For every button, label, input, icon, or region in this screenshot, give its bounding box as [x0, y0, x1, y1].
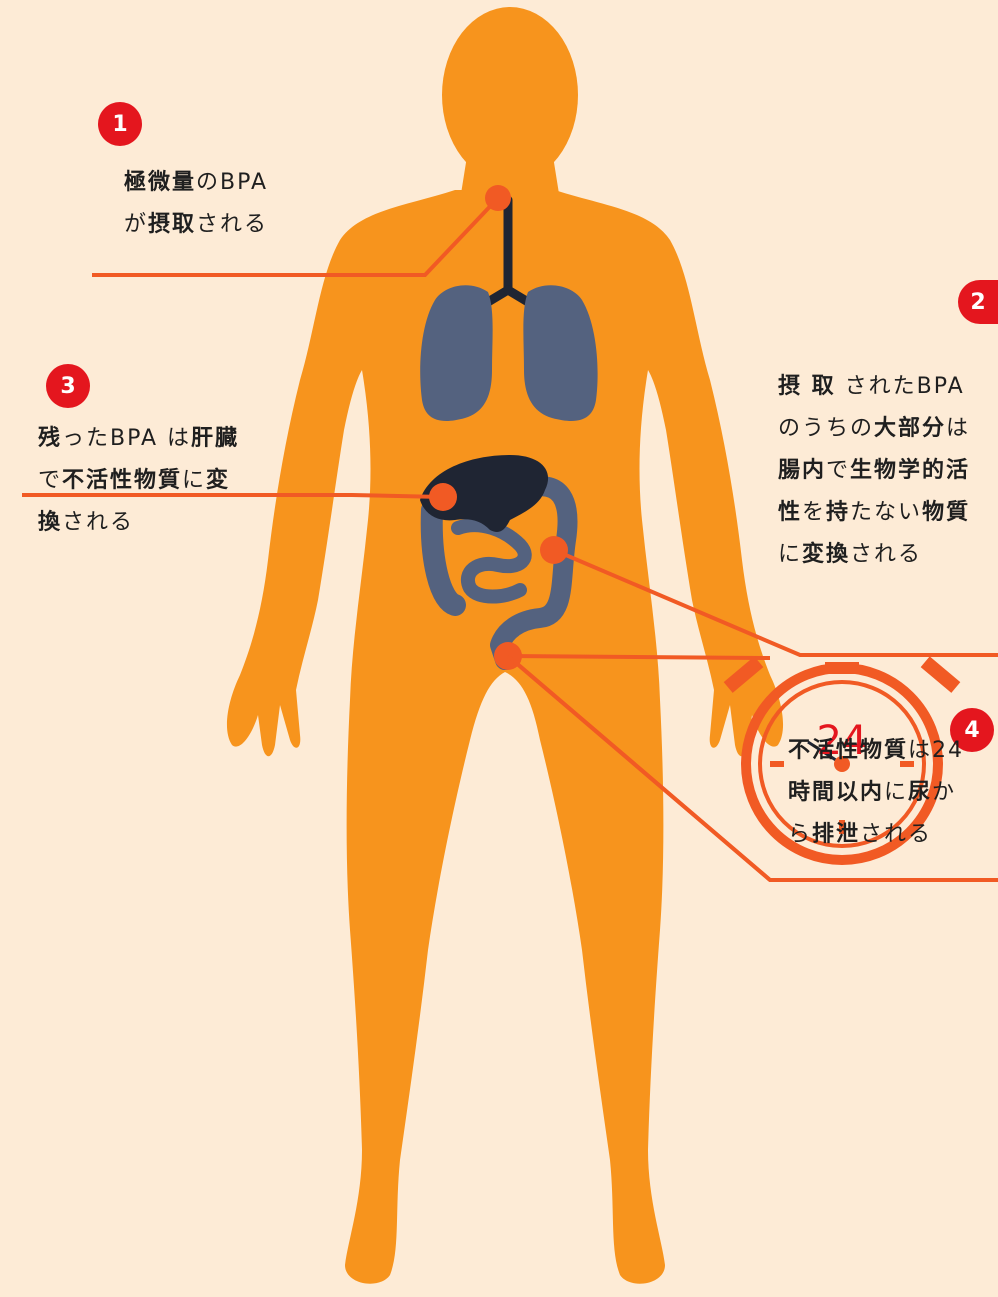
callout-segment: される [62, 510, 134, 535]
callout-line-text: のうちの大部分は [778, 408, 970, 450]
callout-segment: 残 [38, 426, 62, 451]
callout-line-text: 腸内で生物学的活 [778, 450, 970, 492]
badge-1: 1 [98, 102, 142, 146]
callout-segment: 不活性物質 [62, 468, 182, 493]
callout-segment: 性 [778, 500, 802, 525]
callout-segment: 腸内 [778, 458, 826, 483]
callout-segment: 生物学的活 [850, 458, 970, 483]
callout-line-text: 残ったBPA は肝臓 [38, 418, 239, 460]
callout-segment: 換 [38, 510, 62, 535]
callout-segment: されたBPA [836, 374, 965, 399]
callout-segment: 変換 [802, 542, 850, 567]
callout-segment: 時間以内 [788, 780, 884, 805]
callout-segment: に [778, 542, 802, 567]
callout-line-text: 時間以内に尿か [788, 772, 964, 814]
badge-3: 3 [46, 364, 90, 408]
callout-segment: ったBPA は [62, 426, 191, 451]
callout-line-text: で不活性物質に変 [38, 460, 239, 502]
callout-segment: 大部分 [874, 416, 946, 441]
callout-line-text: が摂取される [124, 204, 268, 246]
callout-segment: 摂取 [148, 212, 196, 237]
callout-segment: に [884, 780, 908, 805]
callout-segment: される [860, 822, 932, 847]
callout-segment: のBPA [196, 170, 268, 195]
callout-segment: で [38, 468, 62, 493]
callout-segment: は [946, 416, 970, 441]
callout-line-text: 性を持たない物質 [778, 492, 970, 534]
callout-segment: ら [788, 822, 812, 847]
callout-line-text: に変換される [778, 534, 970, 576]
callout-segment: は24 [908, 738, 964, 763]
callout-segment: 摂 取 [778, 374, 836, 399]
callout-line-text: 摂 取 されたBPA [778, 366, 970, 408]
callout-line-text: ら排泄される [788, 814, 964, 856]
callout-line-text: 極微量のBPA [124, 162, 268, 204]
callout-segment: 尿 [908, 780, 932, 805]
callout-segment: 肝臓 [191, 426, 239, 451]
callout-segment: で [826, 458, 850, 483]
callout-segment: 持 [826, 500, 850, 525]
callout-line-text: 不活性物質は24 [788, 730, 964, 772]
callout-segment: か [932, 780, 956, 805]
callout-segment: される [196, 212, 268, 237]
badge-2: 2 [958, 280, 998, 324]
callout-segment: が [124, 212, 148, 237]
callout-segment: のうちの [778, 416, 874, 441]
callout-segment: に [182, 468, 206, 493]
callout-segment: される [850, 542, 922, 567]
callout-segment: 排泄 [812, 822, 860, 847]
callout-segment: たない [850, 500, 922, 525]
callout-segment: 極微量 [124, 170, 196, 195]
callout-segment: 物質 [922, 500, 970, 525]
callout-line-text: 換される [38, 502, 239, 544]
callout-segment: を [802, 500, 826, 525]
callout-segment: 変 [206, 468, 230, 493]
callout-text-3: 残ったBPA は肝臓で不活性物質に変換される [38, 418, 239, 544]
callout-segment: 不活性物質 [788, 738, 908, 763]
